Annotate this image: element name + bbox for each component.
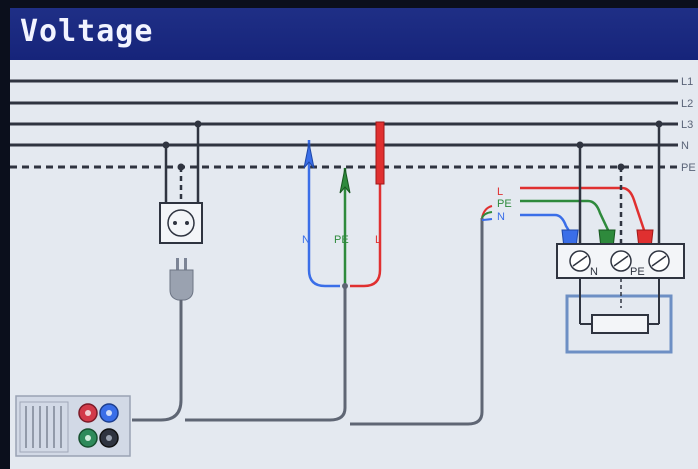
terminal-label-pe: PE <box>630 266 645 278</box>
terminal-block: N PE <box>556 120 685 354</box>
label-pe: PE <box>681 162 696 174</box>
socket-connection <box>132 120 203 422</box>
terminal-screw-icon <box>648 250 670 272</box>
plug-label-n: N <box>497 211 505 223</box>
probe-label-n: N <box>302 234 310 246</box>
label-l1: L1 <box>681 76 693 88</box>
wall-socket-icon <box>159 202 203 244</box>
plug-label-l: L <box>497 186 503 198</box>
commander-connection: L PE N <box>350 186 654 426</box>
title-bar: Voltage <box>10 8 698 60</box>
screen-title: Voltage <box>20 14 154 49</box>
pe-probe-clip-icon <box>339 167 351 194</box>
instrument-screen: Voltage L1 L2 L3 N PE <box>10 8 698 469</box>
instrument-icon <box>15 395 131 457</box>
label-l3: L3 <box>681 119 693 131</box>
label-l2: L2 <box>681 98 693 110</box>
label-n: N <box>681 140 689 152</box>
live-probe-clip-icon <box>375 121 385 185</box>
load-resistor <box>565 278 673 354</box>
mains-line-labels: L1 L2 L3 N PE <box>681 76 696 174</box>
mains-lines <box>10 79 678 169</box>
terminal-screw-icon <box>569 250 591 272</box>
probe-connection: N PE L <box>185 121 385 422</box>
plug-icon <box>169 258 194 301</box>
wiring-diagram: L1 L2 L3 N PE <box>10 76 696 457</box>
probe-label-pe: PE <box>334 234 349 246</box>
plug-label-pe: PE <box>497 198 512 210</box>
probe-label-l: L <box>375 234 381 246</box>
neutral-probe-clip-icon <box>303 142 315 169</box>
terminal-label-n: N <box>590 266 598 278</box>
terminal-screw-icon <box>610 250 632 272</box>
